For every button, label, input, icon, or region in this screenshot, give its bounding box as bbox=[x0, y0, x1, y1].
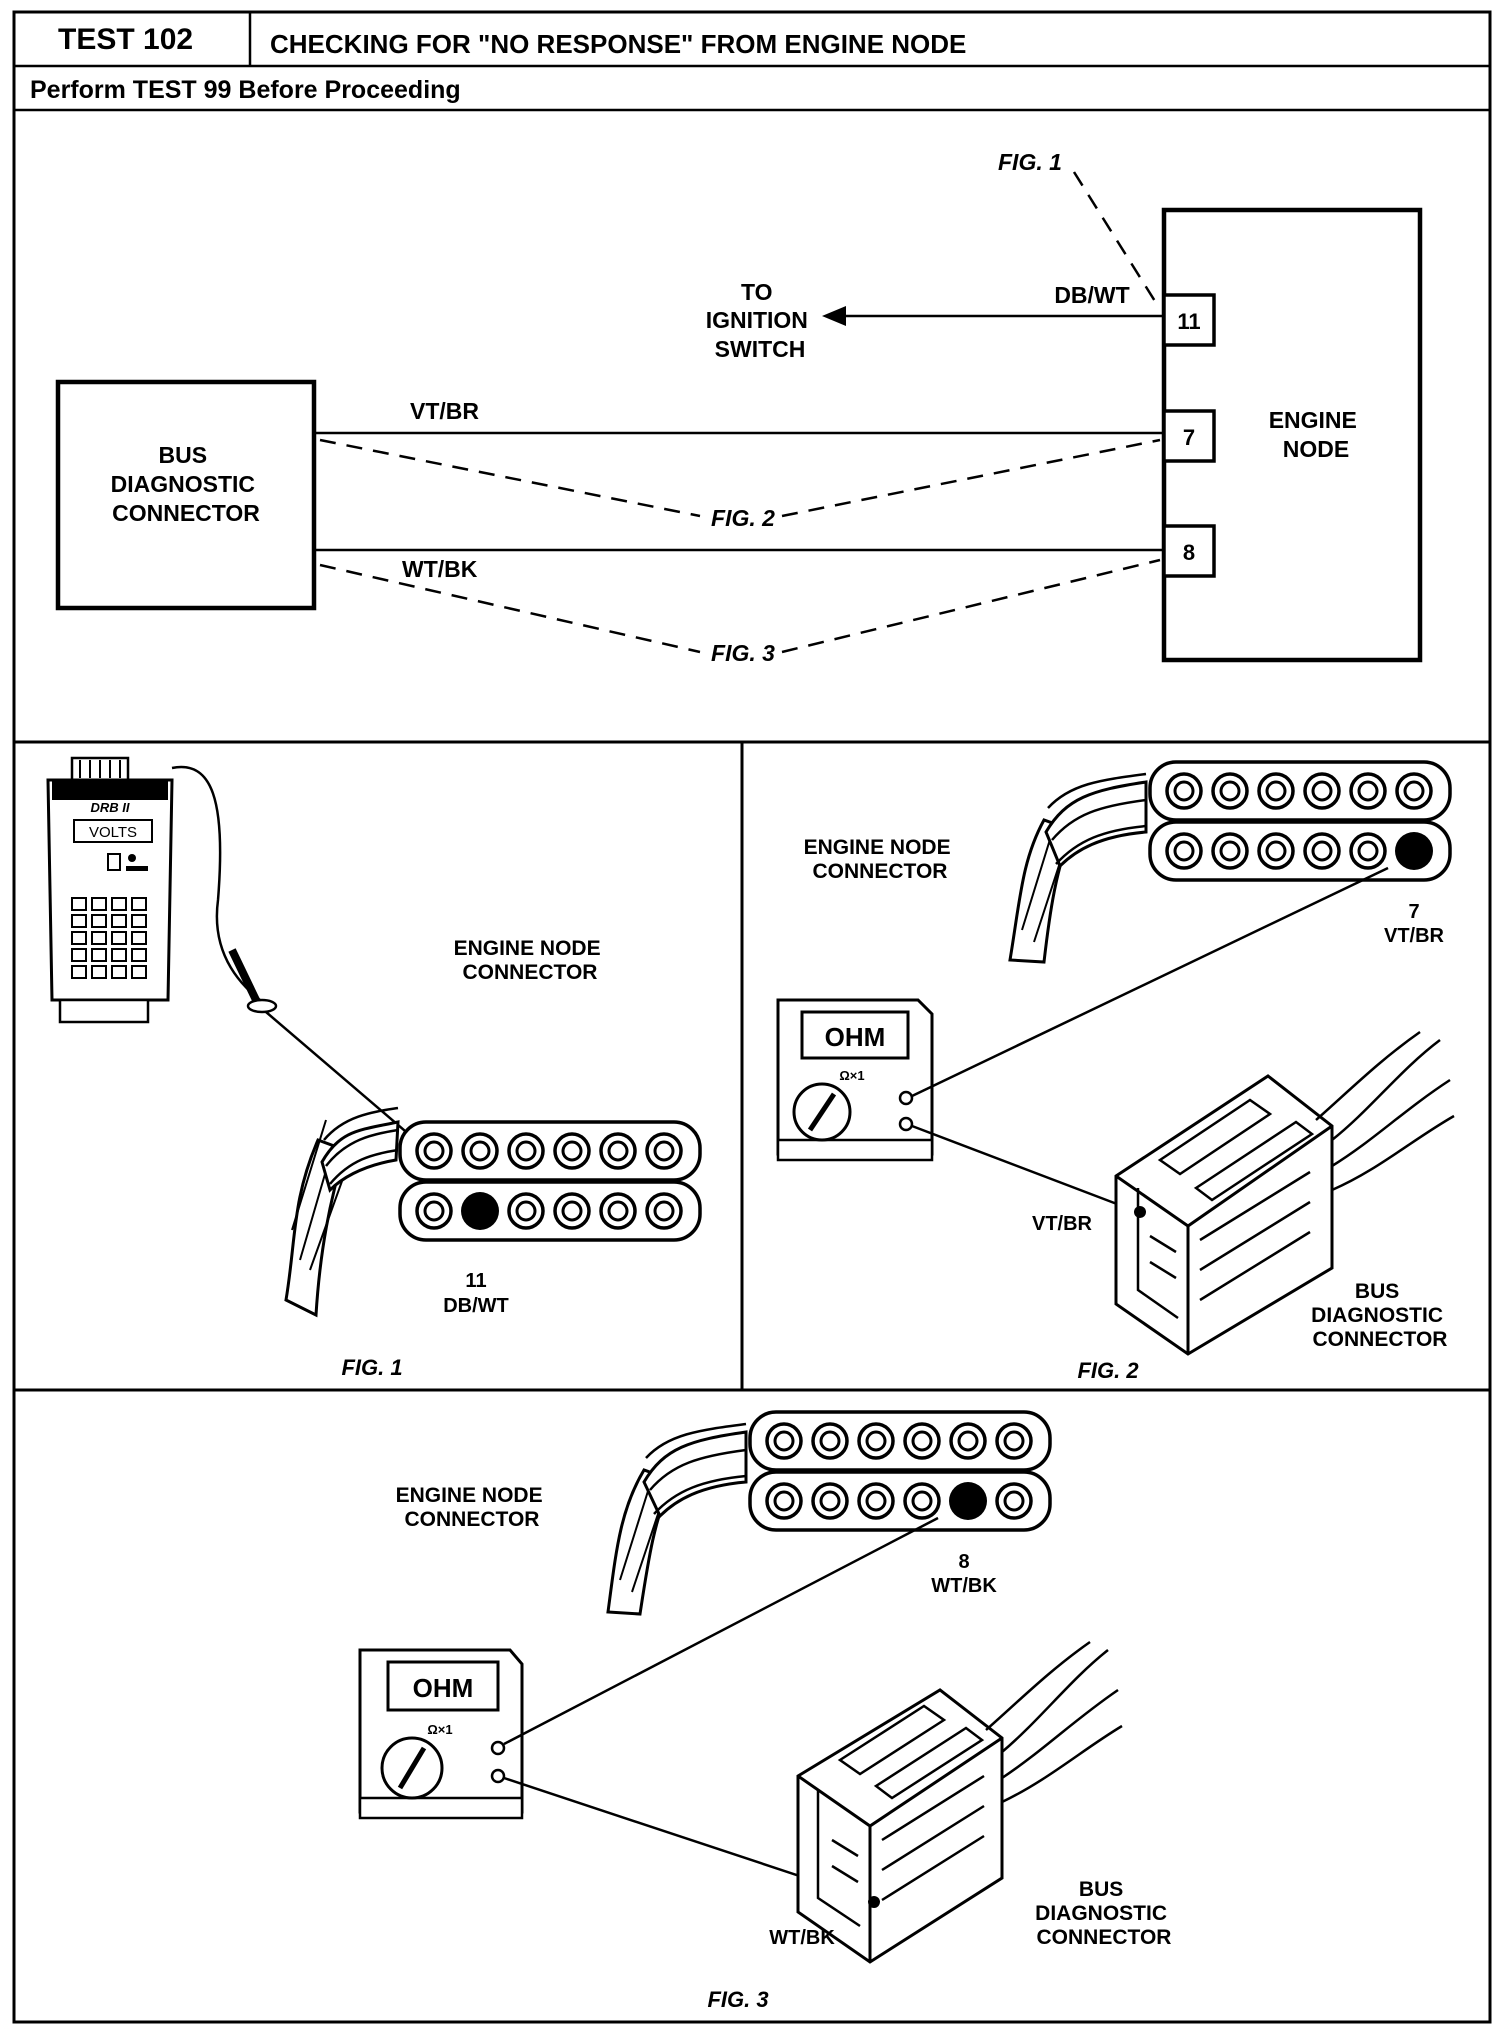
engine-node-connector-fig2 bbox=[1008, 760, 1452, 964]
fig3-caption: FIG. 3 bbox=[707, 1987, 768, 2012]
ohmmeter-fig2: OHM Ω×1 bbox=[776, 998, 934, 1162]
drb-tester: DRB II VOLTS bbox=[46, 756, 174, 1024]
figure-1: DRB II VOLTS bbox=[46, 756, 702, 1380]
fig3-lead-to-pin bbox=[503, 1516, 939, 1746]
fig2-connector-label: ENGINE NODE CONNECTOR bbox=[804, 836, 957, 883]
fig3-connector-label: ENGINE NODE CONNECTOR bbox=[396, 1484, 549, 1531]
pin-11: 11 bbox=[1162, 293, 1216, 347]
svg-text:11: 11 bbox=[1177, 309, 1200, 334]
fig1-pin-number: 11 bbox=[465, 1270, 486, 1292]
fig1-callout: FIG. 1 bbox=[998, 149, 1062, 175]
tester-lead bbox=[171, 765, 261, 1001]
test-id: TEST 102 bbox=[58, 23, 193, 56]
fig1-connector-label: ENGINE NODE CONNECTOR bbox=[454, 937, 607, 984]
fig2-meter-display: OHM bbox=[825, 1022, 886, 1052]
page-subtitle: Perform TEST 99 Before Proceeding bbox=[30, 76, 461, 104]
tester-display bbox=[73, 819, 153, 843]
svg-text:8: 8 bbox=[1183, 540, 1195, 565]
wiring-schematic: BUS DIAGNOSTIC CONNECTOR ENGINE NODE 11 … bbox=[55, 149, 1423, 666]
fig2-callout: FIG. 2 bbox=[711, 505, 775, 531]
bus-diagnostic-connector-fig3 bbox=[796, 1640, 1123, 1964]
ohmmeter-fig3: OHM Ω×1 bbox=[358, 1648, 524, 1820]
page-title: CHECKING FOR "NO RESPONSE" FROM ENGINE N… bbox=[270, 29, 966, 59]
wire-label-db-wt: DB/WT bbox=[1054, 282, 1129, 308]
to-ignition-label: TO IGNITION SWITCH bbox=[706, 279, 815, 362]
probe-handle bbox=[228, 948, 260, 1002]
fig2-caption: FIG. 2 bbox=[1077, 1358, 1139, 1383]
bus-diagnostic-connector-fig2 bbox=[1114, 1030, 1455, 1356]
wire-label-wt-bk: WT/BK bbox=[402, 556, 478, 582]
fig1-pin-wire: DB/WT bbox=[443, 1295, 509, 1317]
fig2-lead-to-bus bbox=[911, 1124, 1139, 1214]
fig2-pin-number: 7 bbox=[1408, 901, 1419, 923]
bus-diagnostic-box bbox=[55, 379, 317, 611]
figure-3: ENGINE NODE CONNECTOR 8 WT/BK OHM Ω×1 bbox=[358, 1410, 1173, 2012]
fig2-bus-label: BUS DIAGNOSTIC CONNECTOR bbox=[1311, 1280, 1449, 1351]
fig3-wire-label: WT/BK bbox=[769, 1927, 835, 1949]
tester-brand: DRB II bbox=[91, 800, 130, 815]
fig3-meter-display: OHM bbox=[413, 1673, 474, 1703]
figure-2: ENGINE NODE CONNECTOR 7 VT/BR OHM Ω×1 bbox=[776, 760, 1455, 1383]
svg-text:7: 7 bbox=[1183, 425, 1195, 450]
fig3-pin-number: 8 bbox=[958, 1551, 969, 1573]
engine-node-connector-fig1 bbox=[284, 1106, 702, 1318]
page-border bbox=[12, 10, 1492, 2024]
page-header: TEST 102 CHECKING FOR "NO RESPONSE" FROM… bbox=[12, 10, 1492, 2024]
pin-7: 7 bbox=[1162, 409, 1216, 463]
pin-8: 8 bbox=[1162, 524, 1216, 578]
fig3-pin-wire: WT/BK bbox=[931, 1575, 997, 1597]
fig2-meter-range: Ω×1 bbox=[839, 1068, 864, 1083]
fig2-lead-to-pin bbox=[911, 866, 1389, 1098]
fig2-wire-label: VT/BR bbox=[1032, 1213, 1093, 1235]
fig3-callout: FIG. 3 bbox=[711, 640, 775, 666]
fig3-bus-label: BUS DIAGNOSTIC CONNECTOR bbox=[1035, 1878, 1173, 1949]
fig2-pin-wire: VT/BR bbox=[1384, 925, 1445, 947]
fig3-meter-range: Ω×1 bbox=[427, 1722, 452, 1737]
bus-box-label: BUS DIAGNOSTIC CONNECTOR bbox=[111, 442, 262, 526]
engine-node-connector-fig3 bbox=[606, 1410, 1052, 1616]
tester-display-text: VOLTS bbox=[89, 824, 137, 841]
arrow-to-ignition bbox=[822, 306, 846, 326]
wire-label-vt-br: VT/BR bbox=[410, 398, 479, 424]
fig1-caption: FIG. 1 bbox=[341, 1355, 402, 1380]
engine-node-label: ENGINE NODE bbox=[1269, 407, 1364, 462]
